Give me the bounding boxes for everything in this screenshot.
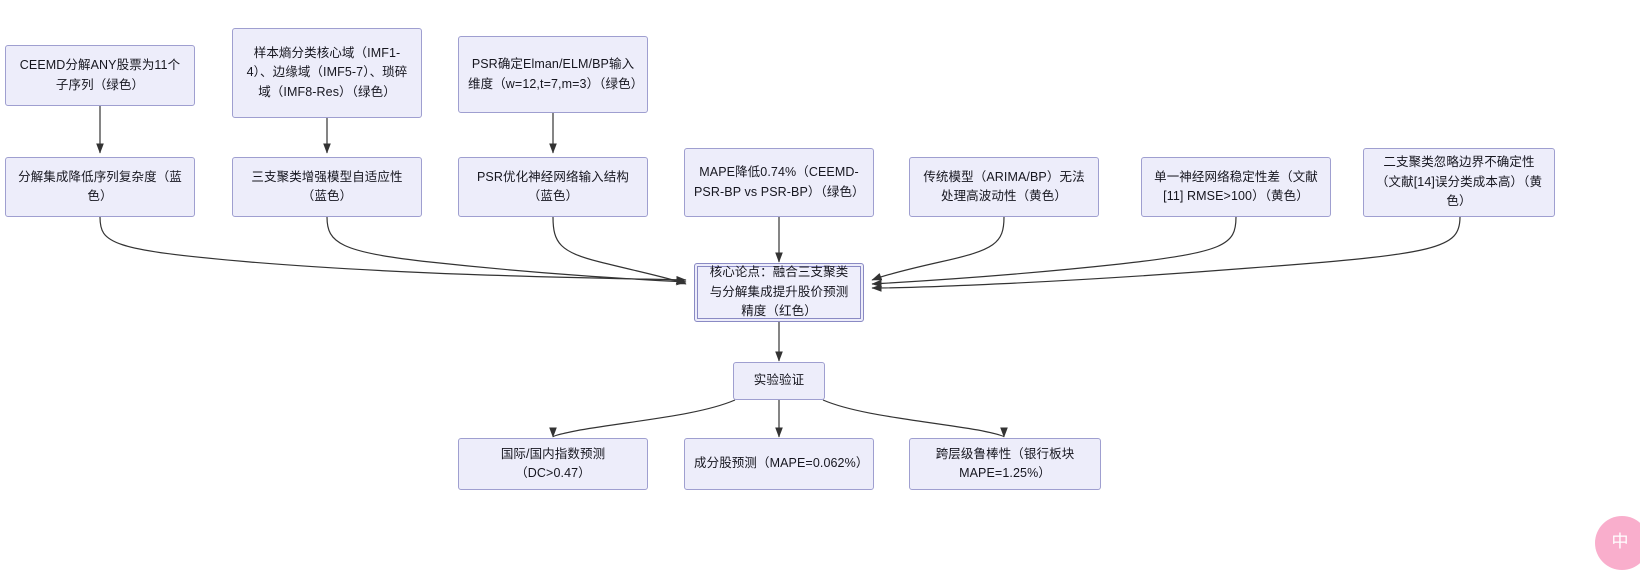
node-label: MAPE降低0.74%（CEEMD-PSR-BP vs PSR-BP）（绿色） xyxy=(694,165,865,199)
node-cross-level-robustness-result[interactable]: 跨层级鲁棒性（银行板块MAPE=1.25%） xyxy=(909,438,1101,490)
node-label: 传统模型（ARIMA/BP）无法处理高波动性（黄色） xyxy=(923,169,1085,203)
watermark-logo: 中 xyxy=(1595,516,1640,570)
node-single-nn-instability[interactable]: 单一神经网络稳定性差（文献[11] RMSE>100）（黄色） xyxy=(1141,157,1331,217)
node-mape-improvement[interactable]: MAPE降低0.74%（CEEMD-PSR-BP vs PSR-BP）（绿色） xyxy=(684,148,874,217)
edge-n6-n11 xyxy=(552,216,687,285)
edge-n4-n11 xyxy=(99,216,687,284)
edge-n9-n11 xyxy=(871,216,1237,288)
node-label: 国际/国内指数预测（DC>0.47） xyxy=(500,446,606,480)
node-sample-entropy-classify[interactable]: 样本熵分类核心域（IMF1-4）、边缘域（IMF5-7）、琐碎域（IMF8-Re… xyxy=(232,28,422,118)
node-constituent-stock-result[interactable]: 成分股预测（MAPE=0.062%） xyxy=(684,438,874,490)
node-two-way-clustering-gap[interactable]: 二支聚类忽略边界不确定性（文献[14]误分类成本高）（黄色） xyxy=(1363,148,1555,217)
node-psr-optimize-structure[interactable]: PSR优化神经网络输入结构（蓝色） xyxy=(458,157,648,217)
node-experimental-verification[interactable]: 实验验证 xyxy=(733,362,825,400)
node-label: 跨层级鲁棒性（银行板块MAPE=1.25%） xyxy=(935,446,1075,480)
watermark-label: 中 xyxy=(1611,531,1629,552)
node-label: 单一神经网络稳定性差（文献[11] RMSE>100）（黄色） xyxy=(1154,169,1318,203)
edge-n5-n11 xyxy=(326,216,687,286)
node-core-claim[interactable]: 核心论点：融合三支聚类与分解集成提升股价预测精度（红色） xyxy=(694,263,864,322)
node-traditional-model-gap[interactable]: 传统模型（ARIMA/BP）无法处理高波动性（黄色） xyxy=(909,157,1099,217)
node-index-forecast-result[interactable]: 国际/国内指数预测（DC>0.47） xyxy=(458,438,648,490)
node-reduce-complexity[interactable]: 分解集成降低序列复杂度（蓝色） xyxy=(5,157,195,217)
node-label: 样本熵分类核心域（IMF1-4）、边缘域（IMF5-7）、琐碎域（IMF8-Re… xyxy=(246,45,408,99)
node-label: CEEMD分解ANY股票为11个子序列（绿色） xyxy=(19,58,181,92)
node-psr-input-dimension[interactable]: PSR确定Elman/ELM/BP输入维度（w=12,t=7,m=3）（绿色） xyxy=(458,36,648,113)
node-label: 实验验证 xyxy=(753,373,805,388)
node-ceemd-decompose[interactable]: CEEMD分解ANY股票为11个子序列（绿色） xyxy=(5,45,195,106)
node-label: 分解集成降低序列复杂度（蓝色） xyxy=(18,169,182,203)
node-three-way-clustering-adaptive[interactable]: 三支聚类增强模型自适应性（蓝色） xyxy=(232,157,422,217)
edge-n10-n11 xyxy=(871,216,1461,292)
node-label: PSR确定Elman/ELM/BP输入维度（w=12,t=7,m=3）（绿色） xyxy=(468,57,644,91)
edge-n12-n15 xyxy=(822,399,1008,438)
node-label: 核心论点：融合三支聚类与分解集成提升股价预测精度（红色） xyxy=(709,265,849,319)
node-label: 二支聚类忽略边界不确定性（文献[14]误分类成本高）（黄色） xyxy=(1375,155,1543,209)
edge-n8-n11 xyxy=(871,216,1005,281)
node-label: 成分股预测（MAPE=0.062%） xyxy=(694,456,869,471)
edge-n12-n13 xyxy=(549,399,736,438)
node-label: 三支聚类增强模型自适应性（蓝色） xyxy=(251,169,403,203)
node-label: PSR优化神经网络输入结构（蓝色） xyxy=(476,169,629,203)
